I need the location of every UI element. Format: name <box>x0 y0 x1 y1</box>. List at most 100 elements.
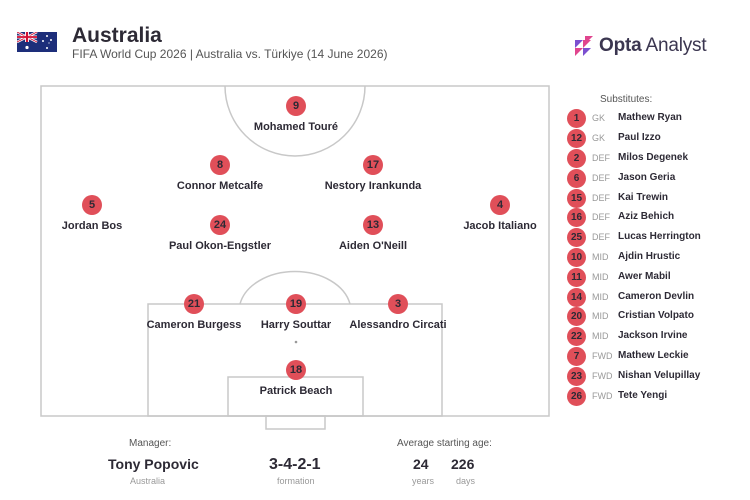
substitute-row: 11 MID Awer Mabil <box>567 268 747 287</box>
player-mohamed-toure: 9 Mohamed Touré <box>206 96 386 133</box>
sub-number-badge: 25 <box>567 228 586 247</box>
sub-number-badge: 20 <box>567 307 586 326</box>
sub-name: Tete Yengi <box>618 390 668 401</box>
substitute-row: 26 FWD Tete Yengi <box>567 387 747 406</box>
player-jacob-italiano: 4 Jacob Italiano <box>410 195 590 232</box>
substitute-row: 15 DEF Kai Trewin <box>567 189 747 208</box>
sub-position: FWD <box>592 391 613 401</box>
manager-label: Manager: <box>129 438 172 449</box>
player-name: Connor Metcalfe <box>176 180 264 192</box>
days-label: days <box>456 476 476 486</box>
player-name: Jacob Italiano <box>463 220 537 232</box>
sub-name: Nishan Velupillay <box>618 370 701 381</box>
australia-flag-icon <box>17 32 57 52</box>
player-name: Jordan Bos <box>61 220 123 232</box>
sub-number-badge: 1 <box>567 109 586 128</box>
formation-value: 3-4-2-1 <box>269 456 321 473</box>
sub-number-badge: 16 <box>567 208 586 227</box>
age-years-value: 24 <box>413 456 429 472</box>
substitute-row: 16 DEF Aziz Behich <box>567 208 747 227</box>
sub-position: MID <box>592 292 609 302</box>
substitute-row: 22 MID Jackson Irvine <box>567 327 747 346</box>
opta-logo-icon <box>575 36 593 56</box>
player-name: Alessandro Circati <box>349 319 447 331</box>
sub-number-badge: 22 <box>567 327 586 346</box>
sub-number-badge: 7 <box>567 347 586 366</box>
brand-name: Opta <box>599 35 642 56</box>
player-name: Mohamed Touré <box>253 121 339 133</box>
sub-position: DEF <box>592 212 610 222</box>
sub-name: Milos Degenek <box>618 152 689 163</box>
sub-number-badge: 2 <box>567 149 586 168</box>
substitute-row: 6 DEF Jason Geria <box>567 169 747 188</box>
substitute-row: 25 DEF Lucas Herrington <box>567 228 747 247</box>
player-harry-souttar: 19 Harry Souttar <box>206 294 386 331</box>
sub-name: Aziz Behich <box>618 211 675 222</box>
sub-position: DEF <box>592 193 610 203</box>
sub-name: Kai Trewin <box>618 192 669 203</box>
substitutes-title: Substitutes: <box>600 94 653 105</box>
sub-name: Cristian Volpato <box>618 310 694 321</box>
team-name: Australia <box>72 24 162 47</box>
sub-name: Jason Geria <box>618 172 676 183</box>
player-number-badge: 24 <box>210 215 230 235</box>
player-name: Aiden O'Neill <box>338 240 407 252</box>
player-number-badge: 9 <box>286 96 306 116</box>
player-number-badge: 5 <box>82 195 102 215</box>
sub-name: Paul Izzo <box>618 132 661 143</box>
player-alessandro-circati: 3 Alessandro Circati <box>308 294 488 331</box>
opta-analyst-logo: Opta Analyst <box>571 35 707 57</box>
player-number-badge: 3 <box>388 294 408 314</box>
substitute-row: 23 FWD Nishan Velupillay <box>567 367 747 386</box>
brand-suffix: Analyst <box>645 35 707 56</box>
sub-position: GK <box>592 113 606 123</box>
sub-number-badge: 12 <box>567 129 586 148</box>
player-nestory-irankunda: 17 Nestory Irankunda <box>283 155 463 192</box>
substitute-row: 7 FWD Mathew Leckie <box>567 347 747 366</box>
player-number-badge: 13 <box>363 215 383 235</box>
sub-position: GK <box>592 133 606 143</box>
player-jordan-bos: 5 Jordan Bos <box>2 195 182 232</box>
substitute-row: 1 GK Mathew Ryan <box>567 109 747 128</box>
sub-position: FWD <box>592 351 613 361</box>
manager-country: Australia <box>130 476 166 486</box>
years-label: years <box>412 476 435 486</box>
sub-position: DEF <box>592 232 610 242</box>
player-name: Paul Okon-Engstler <box>168 240 272 252</box>
player-connor-metcalfe: 8 Connor Metcalfe <box>130 155 310 192</box>
player-number-badge: 8 <box>210 155 230 175</box>
sub-name: Awer Mabil <box>618 271 671 282</box>
penalty-arc <box>239 270 351 305</box>
sub-position: DEF <box>592 153 610 163</box>
player-patrick-beach: 18 Patrick Beach <box>206 360 386 397</box>
sub-name: Mathew Leckie <box>618 350 689 361</box>
player-name: Cameron Burgess <box>146 319 242 331</box>
sub-name: Mathew Ryan <box>618 112 682 123</box>
formation-label: formation <box>277 476 315 486</box>
sub-name: Ajdin Hrustic <box>618 251 681 262</box>
player-name: Patrick Beach <box>259 385 333 397</box>
player-number-badge: 4 <box>490 195 510 215</box>
substitute-row: 20 MID Cristian Volpato <box>567 307 747 326</box>
sub-number-badge: 10 <box>567 248 586 267</box>
substitute-row: 10 MID Ajdin Hrustic <box>567 248 747 267</box>
age-days-value: 226 <box>451 456 475 472</box>
player-paul-okon-engstler: 24 Paul Okon-Engstler <box>130 215 310 252</box>
match-info: FIFA World Cup 2026 | Australia vs. Türk… <box>72 47 388 61</box>
sub-position: MID <box>592 272 609 282</box>
substitute-row: 14 MID Cameron Devlin <box>567 288 747 307</box>
player-aiden-oneill: 13 Aiden O'Neill <box>283 215 463 252</box>
goal <box>265 415 326 430</box>
player-cameron-burgess: 21 Cameron Burgess <box>104 294 284 331</box>
average-age-label: Average starting age: <box>397 438 492 449</box>
sub-number-badge: 14 <box>567 288 586 307</box>
sub-name: Lucas Herrington <box>618 231 701 242</box>
player-number-badge: 17 <box>363 155 383 175</box>
manager-name: Tony Popovic <box>108 456 199 472</box>
player-name: Nestory Irankunda <box>324 180 422 192</box>
penalty-spot <box>294 340 298 344</box>
sub-number-badge: 23 <box>567 367 586 386</box>
sub-number-badge: 6 <box>567 169 586 188</box>
sub-number-badge: 15 <box>567 189 586 208</box>
sub-position: MID <box>592 311 609 321</box>
